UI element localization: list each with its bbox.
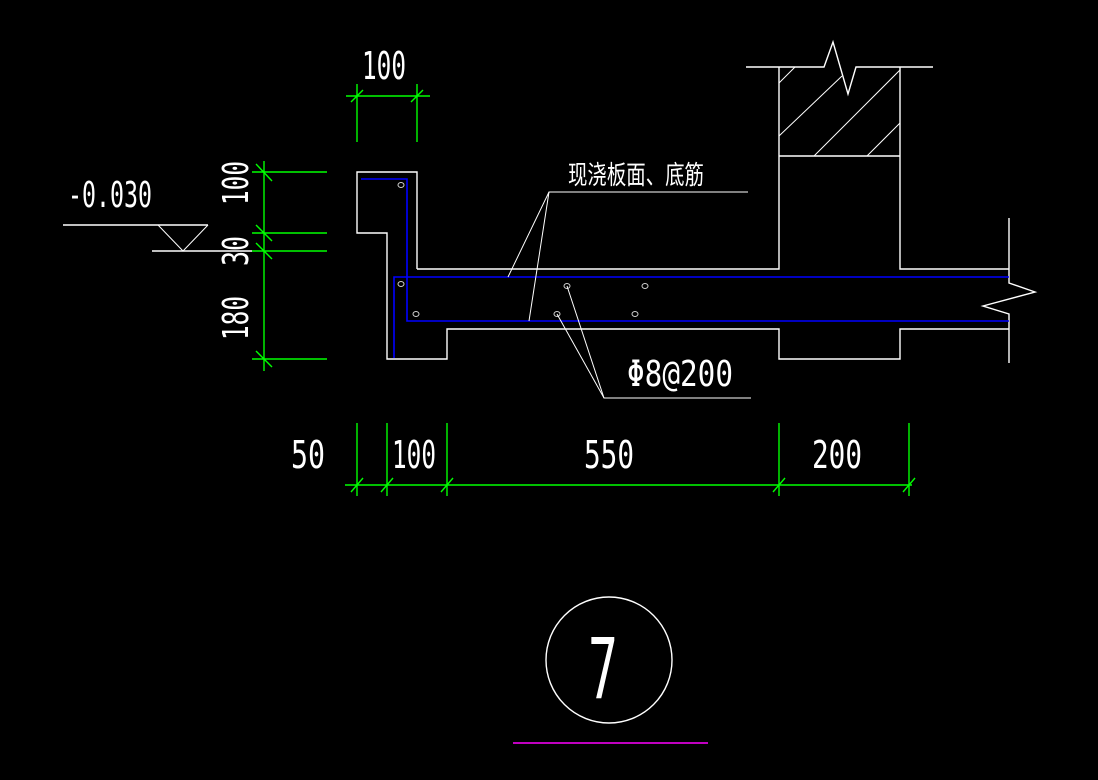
rebar-dot [397, 281, 405, 287]
top-dimension-label: 100 [362, 44, 406, 88]
hatch-line [778, 75, 843, 137]
rebar-spec-leader [556, 285, 751, 399]
vertical-dimension [252, 161, 327, 371]
rebar-lines [361, 178, 1009, 358]
leader-line [528, 191, 550, 322]
bottom-dim-label-200: 200 [812, 433, 862, 477]
upturn-outline [356, 171, 1009, 360]
bottom-dim-label-50: 50 [291, 433, 325, 477]
elevation-label: -0.030 [68, 175, 152, 216]
dim-tick [380, 477, 394, 493]
leader-line [507, 191, 748, 278]
hatch-line [813, 69, 901, 157]
rebar-note-label: 现浇板面、底筋 [568, 161, 704, 191]
dim-tick [255, 350, 273, 368]
detail-marker: 7 [513, 596, 708, 744]
rebar-spec-label: Φ8@200 [627, 354, 733, 395]
wall-section [746, 39, 933, 157]
upturn-rebar [361, 178, 1009, 322]
leader-line [556, 313, 605, 399]
bottom-dim-label-100: 100 [392, 433, 436, 477]
elevation-triangle [157, 224, 209, 252]
dim-tick [255, 224, 273, 242]
rebar-dot [641, 283, 649, 289]
rebar-dot [553, 311, 561, 317]
hatch-line [866, 122, 901, 157]
bottom-dim-label-550: 550 [584, 433, 634, 477]
dim-tick [255, 242, 273, 260]
top-break-line [746, 39, 933, 97]
bottom-dimension [345, 423, 916, 496]
concrete-outline [356, 67, 1038, 363]
dim-tick [902, 477, 916, 493]
vertical-dim-label-30: 30 [216, 236, 257, 266]
elevation-marker [63, 224, 252, 252]
hatch-line [778, 66, 796, 84]
slab-top-rebar [393, 276, 1009, 358]
rebar-dots [397, 182, 649, 317]
dim-tick [410, 89, 424, 103]
rebar-note-leader [507, 191, 748, 322]
rebar-dot [563, 283, 571, 289]
dim-tick [350, 89, 364, 103]
slab-top-line [417, 67, 780, 270]
rebar-dot [412, 311, 420, 317]
dim-tick [772, 477, 786, 493]
right-break-line [980, 218, 1038, 363]
dim-tick [440, 477, 454, 493]
dim-tick [255, 163, 273, 182]
rebar-dot [631, 311, 639, 317]
rebar-dot [397, 182, 405, 188]
vertical-dim-label-100: 100 [216, 161, 257, 205]
dim-tick [350, 477, 364, 493]
detail-circle [545, 596, 673, 724]
slab-top-right [899, 67, 1009, 270]
detail-number: 7 [588, 620, 618, 718]
vertical-dim-label-180: 180 [216, 296, 257, 340]
top-dimension [346, 84, 430, 142]
